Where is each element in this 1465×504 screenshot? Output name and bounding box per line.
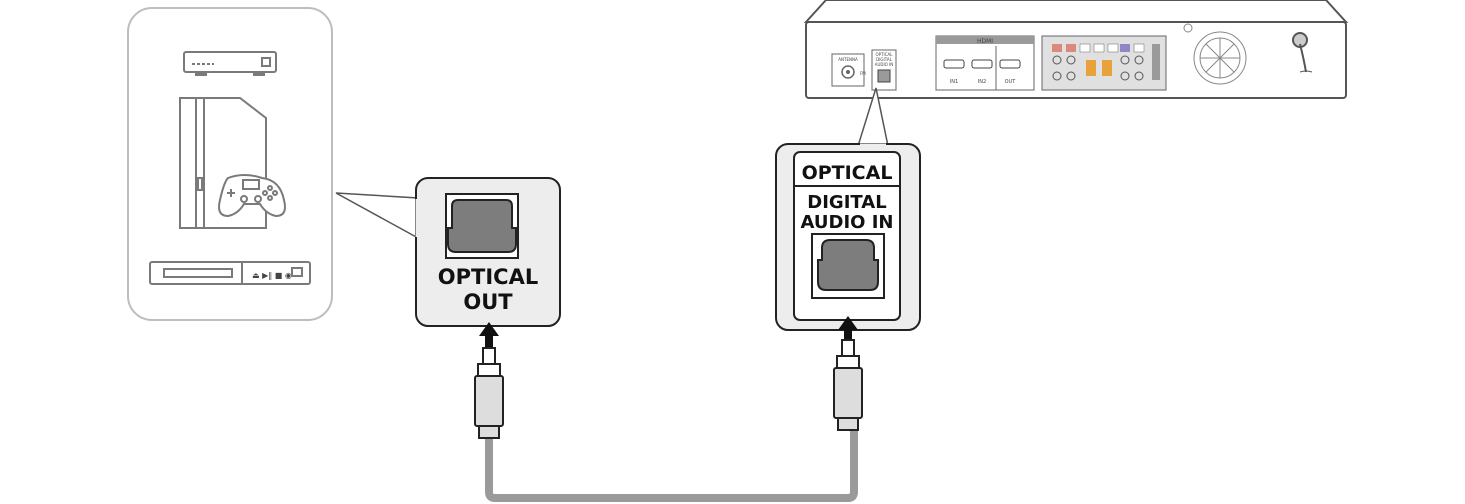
- power-cord-icon: [1292, 32, 1313, 73]
- panel-optical-jack: OPTICAL DIGITAL AUDIO IN: [871, 49, 897, 91]
- optical-out-port-icon: [447, 199, 517, 253]
- optical-in-port-icon: [817, 239, 879, 291]
- hdmi-port-group: HDMI IN1 IN2 OUT: [935, 35, 1035, 91]
- optical-out-label-line2: OUT: [463, 290, 513, 314]
- hdmi-in1-label: IN1: [950, 79, 958, 85]
- right-cable-plug: [833, 316, 863, 431]
- digital-audio-in-label-line1: DIGITAL: [807, 192, 886, 213]
- hdmi-in2-label: IN2: [978, 79, 986, 85]
- hdmi-label: HDMI: [977, 38, 993, 45]
- svg-text:⏏ ▶‖ ■ ◉: ⏏ ▶‖ ■ ◉: [252, 271, 292, 280]
- panel-optical-label-2: DIGITAL: [876, 57, 892, 62]
- left-cable-plug: [474, 322, 504, 439]
- bluray-player-icon: ⏏ ▶‖ ■ ◉: [149, 261, 311, 285]
- source-devices-panel: ⏏ ▶‖ ■ ◉: [127, 7, 333, 321]
- set-top-box-icon: [183, 51, 277, 76]
- digital-audio-in-label-line2: AUDIO IN: [801, 212, 894, 233]
- game-console-icon: [179, 97, 267, 229]
- hdmi-out-label: OUT: [1005, 79, 1017, 85]
- gamepad-icon: [218, 174, 286, 218]
- cooling-fan-icon: [1193, 31, 1247, 85]
- screw-icon: [1183, 23, 1193, 33]
- optical-header-label: OPTICAL: [802, 162, 893, 184]
- digital-audio-in-callout: OPTICAL DIGITAL AUDIO IN: [775, 143, 921, 331]
- panel-optical-label-1: OPTICAL: [876, 52, 894, 57]
- source-callout-pointer: [335, 192, 419, 240]
- speaker-terminals: [1041, 35, 1167, 91]
- panel-optical-label-3: AUDIO IN: [875, 62, 894, 67]
- antenna-jack: ANTENNA FM: [831, 53, 866, 87]
- optical-out-label-line1: OPTICAL: [438, 265, 538, 289]
- home-theater-rear-panel: ANTENNA FM OPTICAL DIGITAL AUDIO IN HDMI…: [803, 0, 1349, 99]
- antenna-label: ANTENNA: [838, 57, 858, 62]
- optical-out-callout: OPTICAL OUT: [415, 177, 561, 327]
- fm-label: FM: [860, 71, 866, 76]
- optical-cable: [485, 428, 858, 502]
- left-insert-arrow-icon: [479, 322, 499, 348]
- right-insert-arrow-icon: [838, 316, 858, 340]
